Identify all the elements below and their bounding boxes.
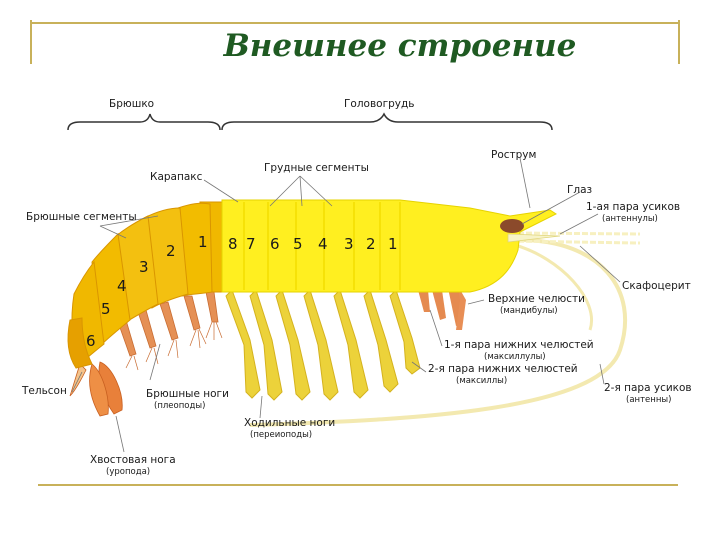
label-antennae-sub: (антенны) (626, 395, 671, 405)
abdominal-number-3: 3 (139, 258, 149, 276)
label-telson: Тельсон (21, 385, 67, 397)
label-maxillules: 1-я пара нижних челюстей (444, 339, 594, 351)
thoracic-number-8: 8 (228, 235, 238, 253)
cephalothorax-brace (221, 112, 553, 131)
pleopod-bristles (125, 321, 223, 371)
eye (500, 219, 524, 233)
antenna-long-2 (514, 243, 593, 331)
label-scaphocerite: Скафоцерит (622, 280, 691, 292)
label-maxillae: 2-я пара нижних челюстей (428, 363, 578, 375)
label-pereiopods: Ходильные ноги (244, 417, 335, 429)
label-maxillules-sub: (максиллулы) (484, 352, 546, 362)
label-maxillae-sub: (максиллы) (456, 376, 507, 386)
abdominal-number-1: 1 (198, 233, 208, 251)
label-antennules: 1-ая пара усиков (586, 201, 680, 213)
slide-title: Внешнее строение (223, 28, 577, 64)
leader-lines (71, 157, 621, 453)
label-antennae: 2-я пара усиков (604, 382, 692, 394)
thoracic-number-6: 6 (270, 235, 280, 253)
label-uropod: Хвостовая нога (90, 454, 176, 466)
label-mandibles-sub: (мандибулы) (500, 306, 558, 316)
cephalothorax (221, 199, 557, 293)
tail-fan (69, 361, 123, 417)
antenna-long (249, 238, 627, 427)
abdominal-number-5: 5 (101, 300, 111, 318)
label-mandibles: Верхние челюсти (488, 293, 585, 305)
label-uropod-sub: (уропода) (106, 467, 150, 477)
slide-frame-right (678, 20, 680, 64)
label-eye: Глаз (567, 184, 592, 196)
abdominal-number-2: 2 (166, 242, 176, 260)
label-thoracic-segments: Грудные сегменты (264, 162, 369, 174)
abdomen-brace (67, 113, 221, 131)
label-pereiopods-sub: (переиоподы) (250, 430, 312, 440)
thoracic-number-5: 5 (293, 235, 303, 253)
antennule-lower (509, 239, 641, 245)
abdomen-segments (67, 201, 225, 369)
label-antennules-sub: (антеннулы) (602, 214, 658, 224)
thoracic-number-3: 3 (344, 235, 354, 253)
label-carapace: Карапакс (150, 171, 203, 183)
thoracic-segment-lines (243, 202, 401, 290)
antennule-upper (509, 231, 641, 236)
label-abdominal-segments: Брюшные сегменты (26, 211, 137, 223)
label-pleopods-sub: (плеоподы) (154, 401, 205, 411)
thoracic-number-1: 1 (388, 235, 398, 253)
mouthparts (418, 286, 466, 330)
slide-frame-left (30, 20, 32, 64)
slide-frame-bottom (38, 484, 678, 486)
scaphocerite (507, 233, 561, 243)
walking-legs (225, 289, 421, 401)
thoracic-number-2: 2 (366, 235, 376, 253)
thoracic-number-4: 4 (318, 235, 328, 253)
thoracic-number-7: 7 (246, 235, 256, 253)
abdominal-number-6: 6 (86, 332, 96, 350)
label-cephalothorax: Головогрудь (344, 98, 414, 110)
abdominal-number-4: 4 (117, 277, 127, 295)
label-rostrum: Рострум (491, 149, 536, 161)
label-pleopods: Брюшные ноги (146, 388, 229, 400)
label-abdomen: Брюшко (109, 98, 154, 110)
slide-frame-top (30, 22, 680, 24)
